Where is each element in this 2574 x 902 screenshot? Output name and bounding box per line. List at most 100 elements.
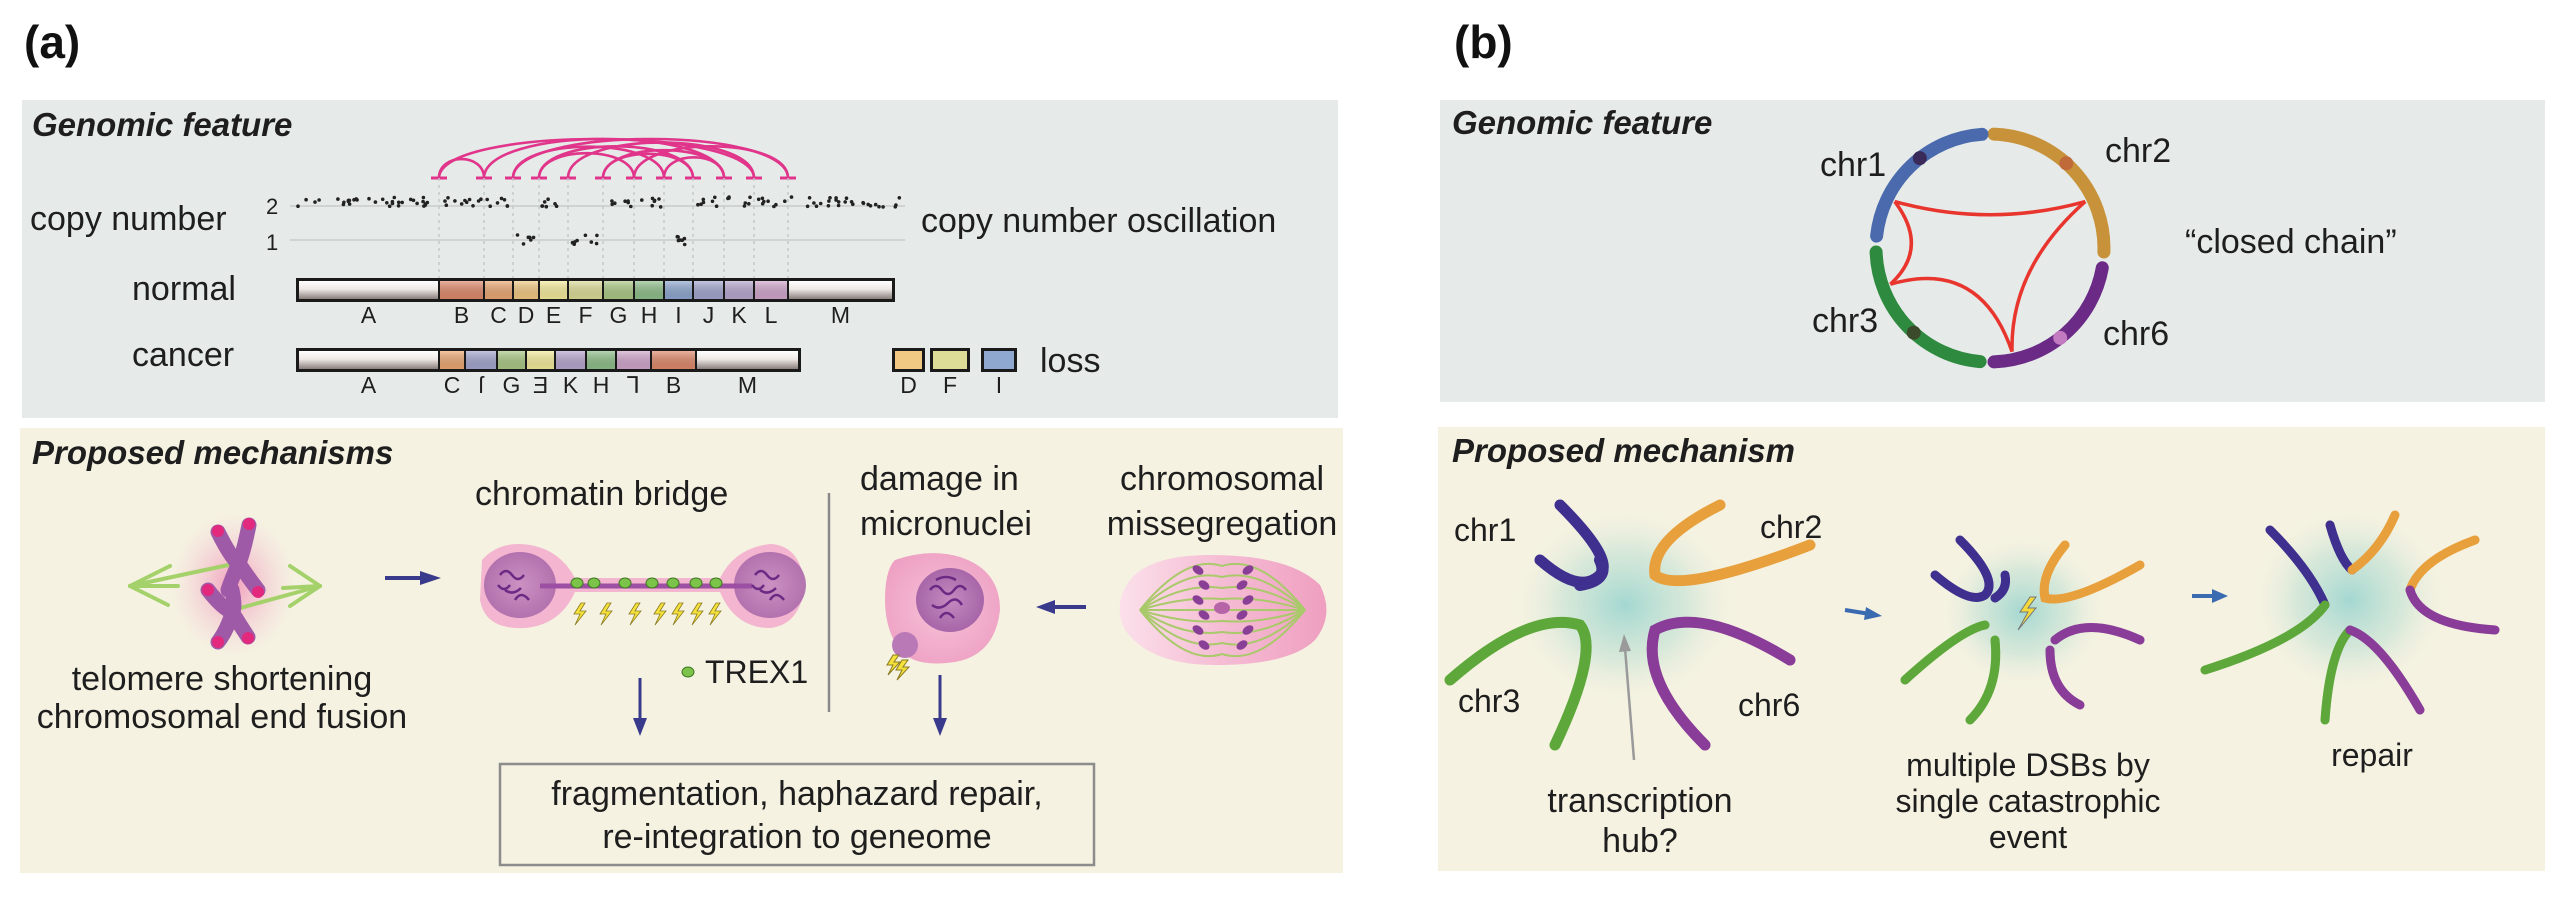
missegregating-chromosome [1242,625,1254,635]
missegregating-chromosome [1242,595,1254,605]
copy-number-point [515,233,520,237]
copy-number-point [836,203,841,208]
copy-number-point [657,197,661,201]
copy-number-point [400,200,405,205]
copy-number-point [411,198,416,203]
segment-label-K: K [563,372,579,398]
missegregating-chromosome [1236,610,1248,620]
copy-number-point [443,199,447,203]
chr6-repaired [2345,625,2425,715]
centromere-marker [1906,325,1921,340]
segment-shade [665,281,692,299]
copy-number-point [756,197,761,202]
panel-b-genomic-feature-box [1440,100,2545,402]
dna-damage-bolt-icon [628,602,642,626]
segment-shade [755,281,787,299]
transcription-hub-illustration [1444,499,1816,751]
circos-chr3-label: chr3 [1812,302,1878,340]
copy-number-point [453,199,457,203]
circos-arc-chr1 [1870,127,1989,243]
missegregating-chromosome [1192,565,1204,575]
hub-label-line1: transcription [1547,782,1732,820]
segment-shade [540,281,567,299]
copy-number-point [499,196,504,201]
missegregating-chromosome [1192,625,1204,635]
dna-damage-bolt-icon [708,602,722,626]
centromere-marker [2059,156,2074,171]
panel-b-label: (b) [1454,16,1513,68]
copy-number-point [877,204,881,209]
copy-number-tick-1: 1 [266,230,278,255]
segment-M [789,281,892,299]
chr6-strand [1646,616,1796,751]
closed-chain-label: “closed chain” [2185,223,2397,261]
copy-number-point [658,205,663,209]
copy-number-point [553,202,557,206]
copy-number-point [459,202,464,206]
copy-number-label: copy number [30,200,227,238]
copy-number-point [422,204,426,208]
segment-shade [587,351,615,369]
copy-number-point [818,201,823,206]
copy-number-point [352,198,356,202]
spindle-fiber [1221,585,1306,611]
cancer-label: cancer [132,336,234,374]
copy-number-point [544,204,549,209]
segment-label-M: M [738,372,757,398]
micronucleus-cell-illustration [885,553,1000,681]
segment-shade [617,351,650,369]
mitotic-spindle-cell-illustration [1119,555,1327,665]
copy-number-point [540,204,545,208]
copy-number-point [610,199,614,203]
copy-number-point [873,202,878,207]
hub-pointer-arrow-icon [1619,634,1636,761]
copy-number-point [766,199,770,203]
spindle-fiber [1139,597,1223,611]
arrow-down-icon [633,678,647,736]
copy-number-point [834,196,838,200]
hub-chr2-label: chr2 [1760,509,1822,545]
copy-number-point [650,196,655,201]
copy-number-point [844,196,849,200]
copy-number-point [505,204,510,208]
copy-number-point [836,200,841,204]
segment-shade [652,351,695,369]
telomere-label-line2: chromosomal end fusion [37,698,407,736]
segment-label-E: E [546,302,561,328]
segment-label-M: M [831,302,850,328]
copy-number-point [546,197,550,201]
copy-number-point [380,197,385,202]
segment-shade [604,281,633,299]
chromatin-bridge-illustration [480,544,806,629]
dna-damage-bolt-icon [599,602,613,626]
copy-number-point [881,205,885,209]
copy-number-point [828,196,832,200]
panel-b-genomic-feature-title: Genomic feature [1452,104,1712,141]
missegregating-chromosome [1236,640,1248,650]
copy-number-point [385,201,389,205]
trex1-dot [645,577,659,589]
copy-number-point [682,236,687,241]
chr2-repaired [2405,535,2480,595]
segment-M [697,351,798,369]
lost-segment-label-F: F [943,372,957,398]
trex1-dot [618,577,632,589]
circos-chr6-label: chr6 [2103,315,2169,353]
copy-number-point [710,199,715,204]
spindle-fiber [1221,609,1306,635]
centromere-marker [2053,330,2068,345]
spindle-fiber [1221,609,1306,623]
missegregating-chromosome [1242,565,1254,575]
segment-label-E: Ǝ [533,372,548,398]
spindle-fiber [1139,585,1223,611]
segment-label-J: J [703,302,715,328]
copy-number-point [446,196,450,200]
trex1-legend: TREX1 [681,654,808,690]
missegregating-chromosome [1192,595,1204,605]
lost-segment-label-D: D [900,372,917,398]
segment-shade [527,351,554,369]
segment-shade [440,351,464,369]
lost-segment-F [933,351,967,369]
copy-number-point [747,202,751,206]
copy-number-point [783,199,787,203]
